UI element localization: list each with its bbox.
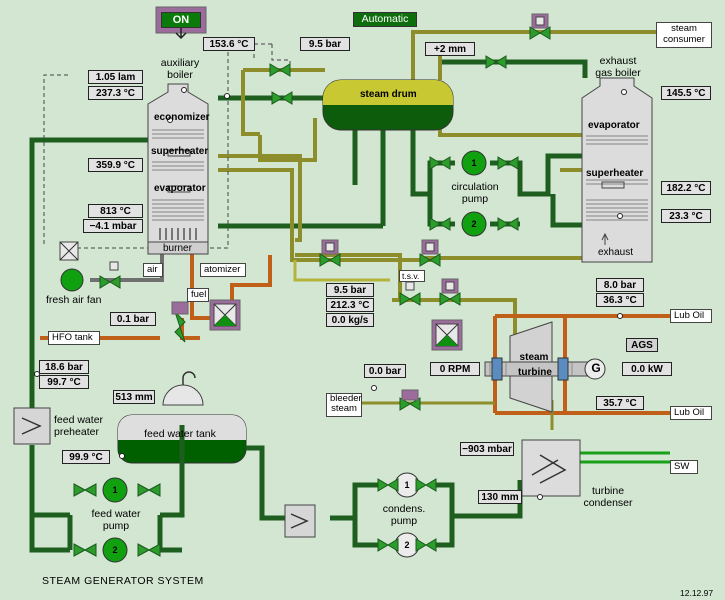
exhaust-label: exhaust xyxy=(598,247,634,258)
system-title: STEAM GENERATOR SYSTEM xyxy=(42,575,204,587)
aux-evaporator-label: evaporator xyxy=(154,183,206,194)
on-arrow-icon xyxy=(175,26,187,40)
exhaust-top-temp: 145.5 °C xyxy=(661,86,711,100)
tsv-button[interactable]: t.s.v. xyxy=(399,270,425,282)
sea-water-box[interactable]: SW xyxy=(670,460,698,474)
on-button[interactable]: ON xyxy=(161,12,201,28)
actuator-heads xyxy=(59,16,545,291)
aux-evaporator-temp: 813 °C xyxy=(88,204,143,218)
burner-label: burner xyxy=(163,243,192,254)
circulation-pump-label: circulation pump xyxy=(451,181,499,205)
aux-superheater-label: superheater xyxy=(151,146,209,157)
condens-pump-2-number: 2 xyxy=(404,540,410,550)
oil-and-fuel-pipes xyxy=(40,252,670,415)
exhaust-superheater-label: superheater xyxy=(586,168,644,179)
steam-turbine-label: steam turbine xyxy=(518,352,552,378)
lub-oil-in-box[interactable]: Lub Oil xyxy=(670,309,712,323)
turbine-condenser-label: turbine condenser xyxy=(583,485,633,509)
revision-date: 12.12.97 xyxy=(680,588,714,598)
condenser-level: 130 mm xyxy=(478,490,522,504)
lub-oil-temp-in: 36.3 °C xyxy=(596,293,644,307)
feed-water-preheater-label: feed water preheater xyxy=(54,414,104,438)
aux-steam-pressure: 9.5 bar xyxy=(300,37,350,51)
preheaters xyxy=(13,407,316,538)
feed-water-tank-label: feed water tank xyxy=(144,428,216,440)
air-label: air xyxy=(143,263,163,277)
fuel-label: fuel xyxy=(187,288,209,302)
steam-consumer-box[interactable]: steam consumer xyxy=(656,22,712,48)
feed-tank-temp: 99.9 °C xyxy=(62,450,110,464)
turbine-inlet-pressure: 9.5 bar xyxy=(326,283,374,297)
fresh-air-fan-label: fresh air fan xyxy=(46,294,102,306)
aux-top-temp: 237.3 °C xyxy=(88,86,143,100)
condenser-body xyxy=(521,439,581,497)
turbine-rpm: 0 RPM xyxy=(430,362,480,376)
aux-steam-out-temp: 153.6 °C xyxy=(203,37,255,51)
preheater-temp: 99.7 °C xyxy=(39,375,89,389)
ags-button[interactable]: AGS xyxy=(626,338,658,352)
turbine-inlet-temp: 212.3 °C xyxy=(326,298,374,312)
generator-icon: G xyxy=(591,361,601,375)
preheater-pressure: 18.6 bar xyxy=(39,360,89,374)
pumps xyxy=(60,150,487,563)
auxiliary-boiler-body xyxy=(147,83,209,255)
feed-pump-2-number: 2 xyxy=(112,545,118,555)
circ-pump-2-number: 2 xyxy=(471,219,477,229)
lub-oil-temp-out: 35.7 °C xyxy=(596,396,644,410)
feed-water-pump-label: feed water pump xyxy=(91,508,141,532)
superheater-steam xyxy=(293,260,390,282)
aux-economizer-label: economizer xyxy=(154,112,210,123)
automatic-mode-button[interactable]: Automatic xyxy=(353,12,417,27)
bleeder-pressure: 0.0 bar xyxy=(364,364,406,378)
exhaust-bottom-temp: 23.3 °C xyxy=(661,209,711,223)
condenser-vacuum: −903 mbar xyxy=(460,442,514,456)
valves xyxy=(73,26,551,557)
steam-drum-vessel xyxy=(322,79,454,131)
sea-water-lines xyxy=(580,451,670,464)
bleeder-steam-box[interactable]: bleeder steam xyxy=(326,393,362,417)
atomizer-label: atomizer xyxy=(200,263,246,277)
connection-dots xyxy=(34,87,627,500)
motor-boxes xyxy=(213,303,459,347)
exhaust-gas-boiler-body xyxy=(581,77,653,263)
feed-pump-1-number: 1 xyxy=(112,485,118,495)
exhaust-superheater-temp: 182.2 °C xyxy=(661,181,711,195)
steam-drum-level: +2 mm xyxy=(425,42,475,56)
steam-turbine-body xyxy=(484,321,606,413)
condens-pump-label: condens. pump xyxy=(382,503,426,527)
fuel-pressure: 0.1 bar xyxy=(110,312,156,326)
condens-pump-1-number: 1 xyxy=(404,480,410,490)
steam-drum-label: steam drum xyxy=(360,89,417,100)
lub-oil-out-box[interactable]: Lub Oil xyxy=(670,406,712,420)
aux-boiler-title: auxiliary boiler xyxy=(160,57,200,81)
turbine-inlet-flow: 0.0 kg/s xyxy=(326,313,374,327)
aux-pressure-lam: 1.05 lam xyxy=(88,70,143,84)
aux-superheater-temp: 359.9 °C xyxy=(88,158,143,172)
lub-oil-pressure: 8.0 bar xyxy=(596,278,644,292)
exhaust-boiler-title: exhaust gas boiler xyxy=(595,55,641,79)
aux-draft-pressure: −4.1 mbar xyxy=(83,219,143,233)
generator-power: 0.0 kW xyxy=(622,362,672,376)
feed-tank-level: 513 mm xyxy=(113,390,155,404)
exhaust-evaporator-label: evaporator xyxy=(588,120,640,131)
circ-pump-1-number: 1 xyxy=(471,158,477,168)
hfo-tank-box[interactable]: HFO tank xyxy=(48,331,100,345)
